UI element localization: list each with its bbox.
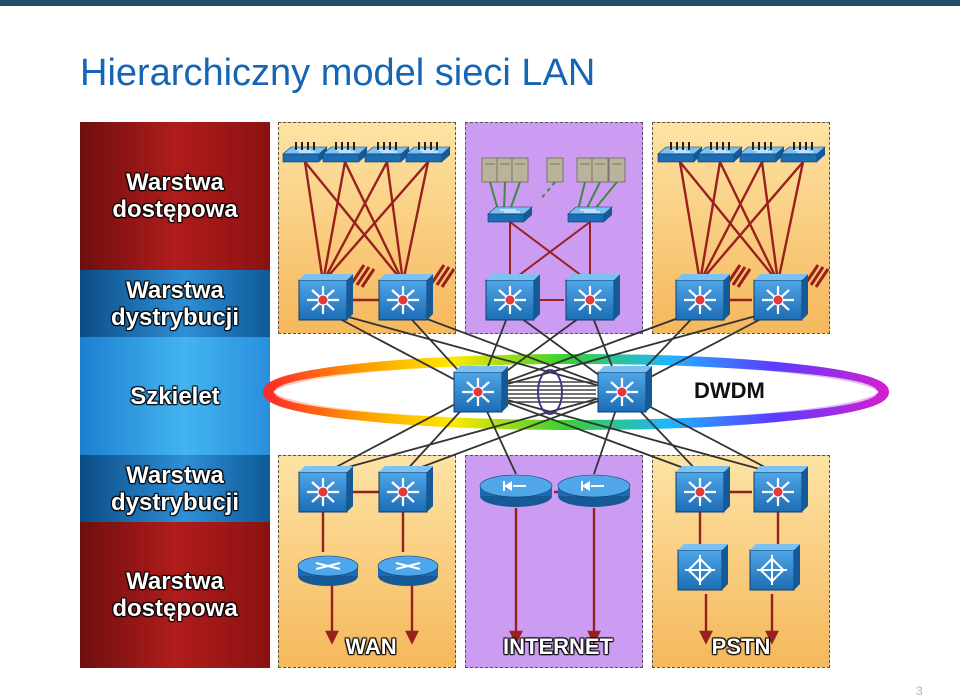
- server-links: [489, 181, 618, 211]
- dwdm-label: DWDM: [694, 378, 765, 403]
- page-title: Hierarchiczny model sieci LAN: [80, 52, 596, 94]
- layer-distribution-bottom: Warstwa dystrybucji: [80, 455, 270, 522]
- server-farm: [481, 157, 626, 183]
- layer-distribution-top: Warstwa dystrybucji: [80, 270, 270, 337]
- distribution-switches-bottom: [297, 464, 810, 514]
- external-arrows: [325, 508, 779, 645]
- top-bar: [0, 0, 960, 6]
- distribution-switches-top: [297, 272, 810, 322]
- wan-routers: [297, 555, 439, 587]
- dwdm-ring: [263, 354, 889, 430]
- uplink-stubs: [350, 264, 830, 288]
- layer-access-bottom: Warstwa dostępowa: [80, 522, 270, 668]
- access-links-top-left: [303, 161, 430, 302]
- pstn-label: PSTN: [711, 634, 771, 659]
- access-links-top-right: [678, 161, 805, 302]
- layer-core: Szkielet: [80, 337, 270, 455]
- layer-access-top: Warstwa dostępowa: [80, 122, 270, 270]
- page-number: 3: [916, 684, 923, 698]
- pstn-voice-gateways: [677, 543, 801, 591]
- internet-label: INTERNET: [503, 634, 613, 659]
- switch-ports: [295, 142, 813, 150]
- server-switches: [487, 206, 613, 223]
- access-links-top-center: [509, 221, 591, 301]
- wan-label: WAN: [345, 634, 397, 659]
- core-link-bundle: [504, 381, 596, 403]
- bottom-links: [321, 490, 780, 552]
- core-bundle-ring: [537, 369, 563, 415]
